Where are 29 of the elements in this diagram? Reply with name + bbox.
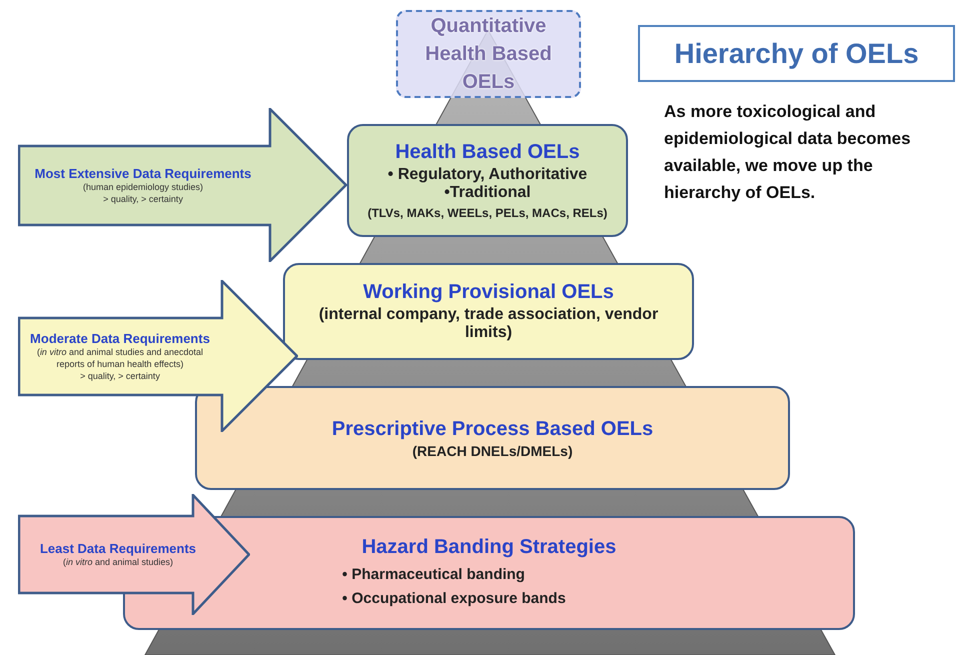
arrow-note: (in vitro and animal studies) — [62, 556, 174, 568]
arrow-heading: Least Data Requirements — [38, 541, 198, 556]
faded-heading: Quantitative Health Based OELs — [424, 14, 553, 95]
arrow-heading: Most Extensive Data Requirements — [34, 166, 252, 180]
box-heading: Prescriptive Process Based OELs — [332, 418, 654, 440]
bullet-item: • Occupational exposure bands — [342, 588, 566, 608]
rounded-box — [347, 124, 628, 237]
arrow-note: > quality, > certainty — [102, 192, 184, 204]
box-text: (REACH DNELs/DMELs) — [412, 442, 573, 458]
dashed-box — [396, 10, 581, 98]
arrow-callout — [18, 108, 347, 262]
arrow-callout — [18, 280, 298, 432]
box-heading: Working Provisional OELs — [363, 281, 614, 304]
rounded-box — [195, 386, 790, 490]
box-heading: Hazard Banding Strategies — [362, 536, 616, 558]
box-text: (TLVs, MAKs, WEELs, PELs, MACs, RELs) — [368, 206, 608, 220]
arrow-heading: Moderate Data Requirements — [29, 330, 211, 346]
arrow-callout — [18, 494, 250, 615]
box-text: •Traditional — [444, 184, 531, 202]
rounded-box — [283, 263, 694, 360]
note-text: As more toxicological and epidemiological data becomes available, we move up the hierarchy of OELs. — [664, 101, 912, 204]
box-text: • Regulatory, Authoritative — [388, 166, 588, 184]
arrow-note: > quality, > certainty — [79, 370, 161, 382]
arrow-note: (in vitro and animal studies and anecdotal reports of human health effects) — [36, 346, 204, 370]
title: Hierarchy of OELs — [638, 25, 955, 82]
box-heading: Health Based OELs — [395, 141, 580, 164]
bullet-item: • Pharmaceutical banding — [342, 564, 526, 584]
box-text: (internal company, trade association, vendor limits) — [318, 306, 660, 342]
arrow-note: (human epidemiology studies) — [82, 181, 204, 192]
